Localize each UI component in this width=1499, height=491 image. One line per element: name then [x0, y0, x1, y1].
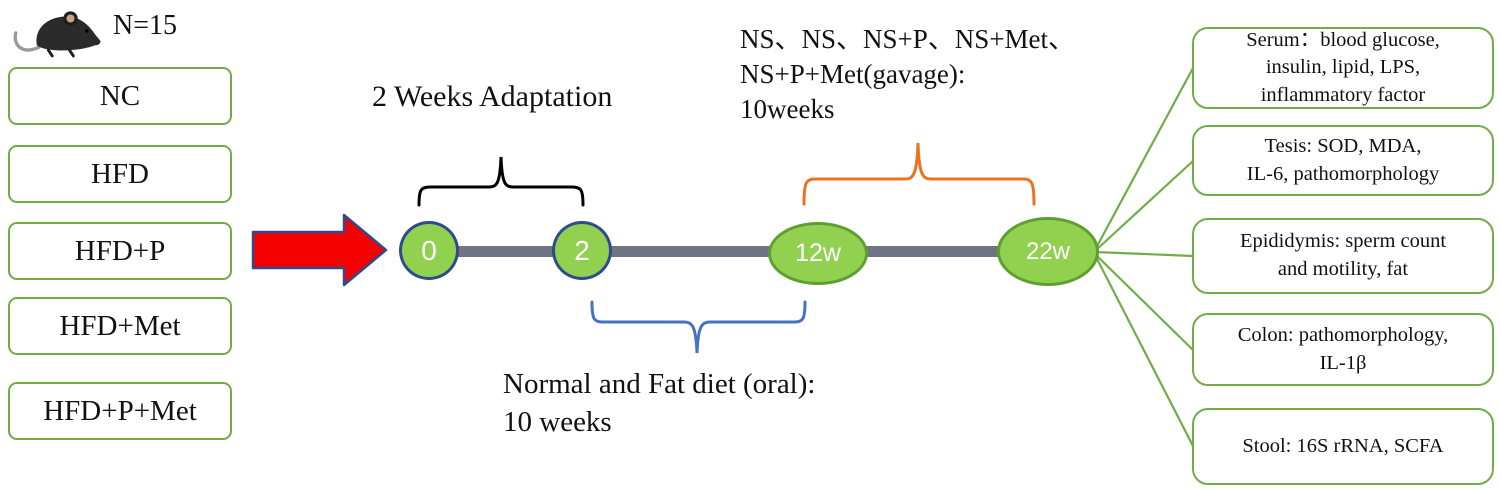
timeline-node-week22: 22w	[997, 217, 1099, 286]
outcome-label: Tesis: SOD, MDA, IL-6, pathomorphology	[1246, 134, 1440, 185]
timeline-node-week0: 0	[399, 221, 459, 280]
group-box-hfd-p-met: HFD+P+Met	[8, 382, 232, 440]
group-label: NC	[99, 79, 141, 112]
group-box-nc: NC	[8, 67, 232, 125]
outcome-label: Serum：blood glucose, insulin, lipid, LPS…	[1246, 28, 1440, 106]
adaptation-label: 2 Weeks Adaptation	[372, 80, 613, 113]
outcome-label: Colon: pathomorphology, IL-1β	[1237, 323, 1449, 374]
fanout-lines	[1094, 67, 1194, 447]
group-box-hfd: HFD	[8, 145, 232, 203]
outcome-label: Stool: 16S rRNA, SCFA	[1242, 434, 1444, 457]
gavage-brace	[802, 142, 1036, 206]
group-box-hfd-p: HFD+P	[8, 222, 232, 280]
group-box-hfd-met: HFD+Met	[8, 297, 232, 355]
outcome-label: Epididymis: sperm count and motility, fa…	[1239, 230, 1447, 280]
group-label: HFD+Met	[59, 309, 181, 342]
node-label: 22w	[1025, 237, 1071, 265]
outcome-box-epididymis: Epididymis: sperm count and motility, fa…	[1192, 218, 1494, 294]
outcome-box-testis: Tesis: SOD, MDA, IL-6, pathomorphology	[1192, 125, 1494, 196]
group-label: HFD+P+Met	[43, 394, 197, 427]
gavage-label: NS、NS、NS+P、NS+Met、 NS+P+Met(gavage): 10w…	[740, 24, 1076, 125]
sample-size-label: N=15	[113, 10, 178, 41]
node-label: 12w	[795, 239, 841, 267]
timeline-bar	[425, 246, 1053, 257]
mouse-icon	[13, 11, 101, 58]
diet-label: Normal and Fat diet (oral): 10 weeks	[503, 368, 816, 438]
timeline-node-week2: 2	[552, 221, 612, 280]
outcome-box-serum: Serum：blood glucose, insulin, lipid, LPS…	[1192, 27, 1494, 109]
outcome-box-stool: Stool: 16S rRNA, SCFA	[1192, 408, 1494, 485]
group-label: HFD	[90, 157, 149, 190]
adaptation-brace	[417, 156, 585, 207]
red-arrow-icon	[251, 213, 388, 287]
outcome-box-colon: Colon: pathomorphology, IL-1β	[1192, 313, 1494, 386]
group-label: HFD+P	[74, 234, 166, 267]
node-label: 0	[421, 234, 437, 266]
timeline-node-week12: 12w	[768, 222, 868, 285]
diet-brace	[590, 300, 807, 354]
node-label: 2	[574, 234, 590, 266]
